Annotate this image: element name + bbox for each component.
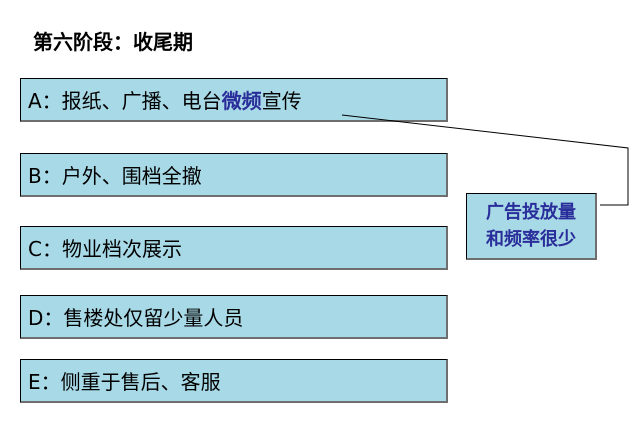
item-d: D：售楼处仅留少量人员 — [20, 295, 448, 339]
item-a: A：报纸、广播、电台微频宣传 — [20, 78, 448, 122]
callout-line-2: 和频率很少 — [486, 229, 576, 250]
item-e: E：侧重于售后、客服 — [20, 359, 448, 403]
item-e-text: E：侧重于售后、客服 — [28, 370, 221, 394]
item-a-highlight: 微频 — [221, 89, 262, 113]
item-b: B：户外、围档全撤 — [20, 153, 448, 197]
callout-line-1: 广告投放量 — [486, 202, 576, 223]
item-c-text: C：物业档次展示 — [28, 237, 182, 261]
item-d-text: D：售楼处仅留少量人员 — [28, 306, 244, 330]
item-c: C：物业档次展示 — [20, 226, 448, 270]
item-b-text: B：户外、围档全撤 — [28, 164, 202, 188]
callout-box: 广告投放量 和频率很少 — [466, 193, 597, 260]
item-a-text: A：报纸、广播、电台 — [28, 89, 222, 113]
page-title: 第六阶段：收尾期 — [33, 30, 193, 54]
item-a-suffix: 宣传 — [261, 89, 302, 113]
callout-line — [341, 114, 629, 206]
